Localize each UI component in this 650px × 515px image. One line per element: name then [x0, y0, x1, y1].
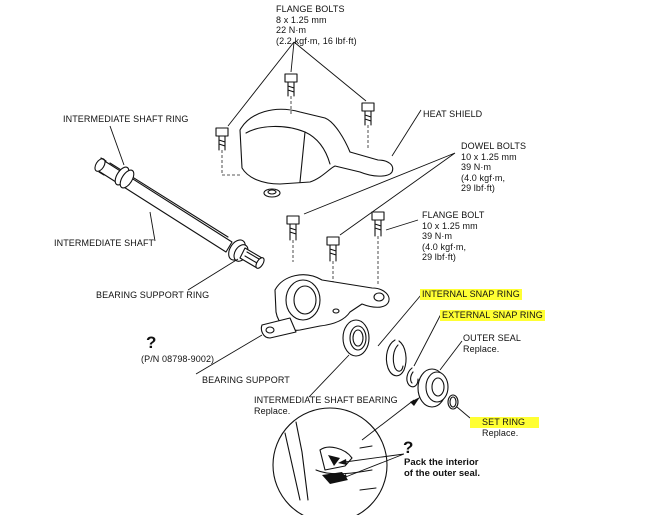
part-number-label: (P/N 08798-9002) [141, 354, 215, 364]
snap-rings-drawing [385, 339, 419, 388]
intermediate-shaft-bearing-label: INTERMEDIATE SHAFT BEARING Replace. [254, 395, 398, 416]
flange-bolt-label: FLANGE BOLT 10 x 1.25 mm 39 N·m (4.0 kgf… [422, 210, 485, 262]
bearing-support-ring-label: BEARING SUPPORT RING [96, 290, 210, 300]
seal-detail-circle [272, 407, 388, 515]
outer-seal-label: OUTER SEAL Replace. [463, 333, 522, 354]
leader-lines [109, 41, 471, 480]
shaft-bearing-drawing [342, 319, 370, 357]
intermediate-shaft-label: INTERMEDIATE SHAFT [54, 238, 155, 248]
dowel-bolts-label: DOWEL BOLTS 10 x 1.25 mm 39 N·m (4.0 kgf… [461, 141, 527, 193]
question-mark-seal: ? [403, 438, 414, 457]
set-ring-drawing [447, 394, 459, 410]
bearing-support-label: BEARING SUPPORT [202, 375, 290, 385]
pack-seal-note: Pack the interior of the outer seal. [404, 457, 481, 479]
set-ring-label: SET RING Replace. [470, 417, 540, 438]
question-mark-part-number: ? [146, 333, 157, 352]
flange-bolts-drawing [215, 73, 375, 176]
heat-shield-label: HEAT SHIELD [423, 109, 483, 119]
heat-shield-drawing [239, 108, 394, 198]
bearing-support-drawing [260, 274, 390, 339]
intermediate-shaft-ring-label: INTERMEDIATE SHAFT RING [63, 114, 189, 124]
internal-snap-ring-label: INTERNAL SNAP RING [420, 289, 522, 300]
dowel-bolts-drawing [286, 211, 385, 286]
flange-bolts-label: FLANGE BOLTS 8 x 1.25 mm 22 N·m (2.2 kgf… [276, 4, 357, 46]
intermediate-shaft-drawing [94, 157, 265, 269]
outer-seal-drawing [417, 368, 449, 408]
external-snap-ring-label: EXTERNAL SNAP RING [440, 310, 545, 321]
